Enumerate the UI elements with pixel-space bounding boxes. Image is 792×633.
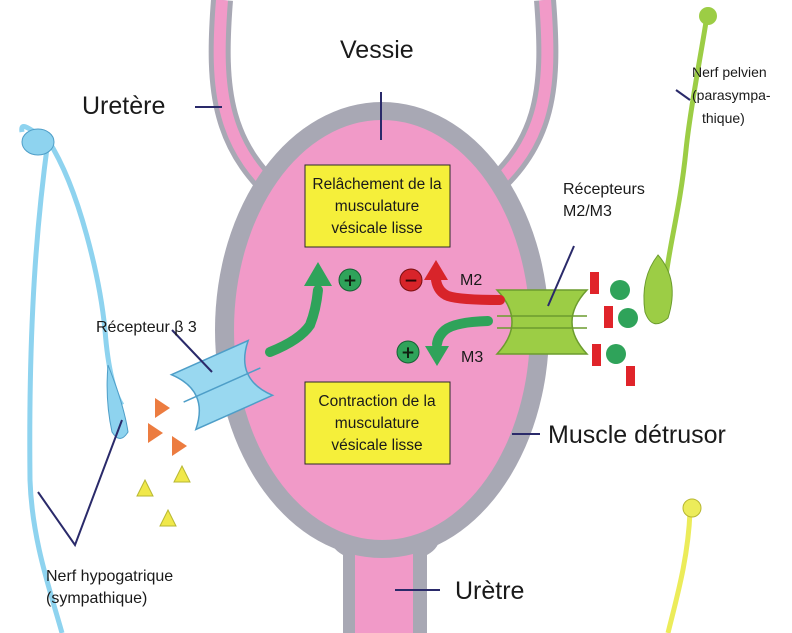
label-recepteurs-line-1: Récepteurs [563,181,645,198]
m2-minus-sign: − [400,269,422,291]
minus-glyph: − [404,271,418,291]
relaxation-line-3: vésicale lisse [331,220,422,237]
label-muscle-detrusor: Muscle détrusor [548,421,726,449]
label-nerf-pelvien-line-1: Nerf pelvien [692,64,767,80]
label-uretre: Urètre [455,577,524,605]
label-nerf-hypo-line-1: Nerf hypogatrique [46,568,173,585]
plus-glyph-2: + [401,343,415,363]
yellow-nerve [668,499,701,633]
hypogastric-nerve [22,127,128,633]
label-nerf-pelvien-line-2: (parasympa- [692,87,771,103]
label-recepteur-beta3: Récepteur β 3 [96,319,197,336]
sympathetic-ligands [137,398,190,526]
label-uretere: Uretère [82,92,165,120]
contraction-line-3: vésicale lisse [331,437,422,454]
plus-glyph-1: + [343,271,357,291]
label-m2: M2 [460,272,482,289]
parasympathetic-ligands [590,272,638,386]
relaxation-plus-sign: + [339,269,361,291]
relaxation-line-1: Relâchement de la [312,176,442,193]
label-vessie: Vessie [340,36,414,64]
contraction-line-2: musculature [335,415,419,432]
leader-nerf-pelvien [676,90,690,100]
label-m3: M3 [461,349,483,366]
m3-plus-sign: + [397,341,419,363]
label-nerf-pelvien-line-3: thique) [702,110,745,126]
relaxation-line-2: musculature [335,198,419,215]
leader-nerf-hypo [38,420,122,545]
label-nerf-hypo-line-2: (sympathique) [46,590,147,607]
contraction-line-1: Contraction de la [318,393,436,410]
label-recepteurs-line-2: M2/M3 [563,203,612,220]
pelvic-nerve [644,7,717,324]
